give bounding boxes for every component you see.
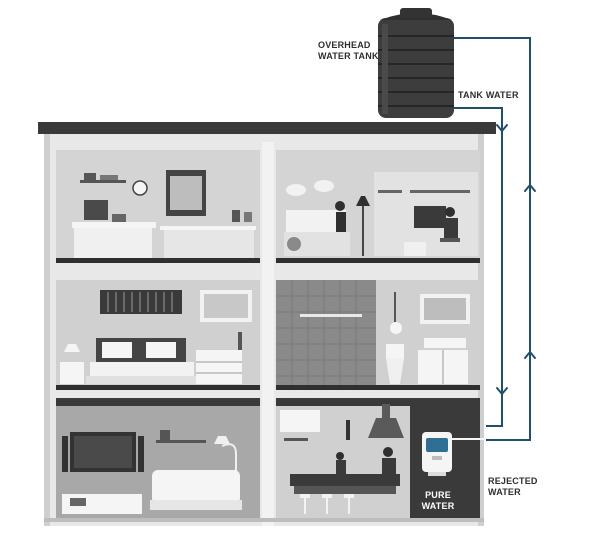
arrow-up-icon [524,183,536,192]
overhead-water-tank-label: OVERHEAD WATER TANK [318,40,379,62]
room-kids-bedroom [276,150,480,263]
room-bathroom [276,280,480,390]
pure-water-label-line1: PURE [425,490,451,500]
overhead-tank-label-line1: OVERHEAD [318,40,371,50]
room-study [56,150,260,263]
rejected-water-label: REJECTED WATER [488,476,538,498]
rejected-water-label-line1: REJECTED [488,476,538,486]
water-pipes [454,37,531,441]
overhead-tank-label-line2: WATER TANK [318,51,379,61]
arrow-down-icon [496,124,508,133]
water-purifier [422,432,486,476]
pure-water-label-line2: WATER [421,501,455,511]
ground-line [44,518,484,522]
overhead-water-tank [378,8,454,118]
flow-arrows [496,124,536,396]
room-kitchen [276,398,480,518]
room-bedroom [56,280,260,390]
inlet-pipe [454,37,531,441]
rejected-water-label-line2: WATER [488,487,521,497]
pure-water-label: PURE WATER [416,490,460,512]
arrow-down-icon [496,387,508,396]
tank-water-pipe [454,107,503,427]
tank-water-label: TANK WATER [458,90,519,100]
arrow-up-icon [524,350,536,359]
room-living-room [56,398,260,518]
